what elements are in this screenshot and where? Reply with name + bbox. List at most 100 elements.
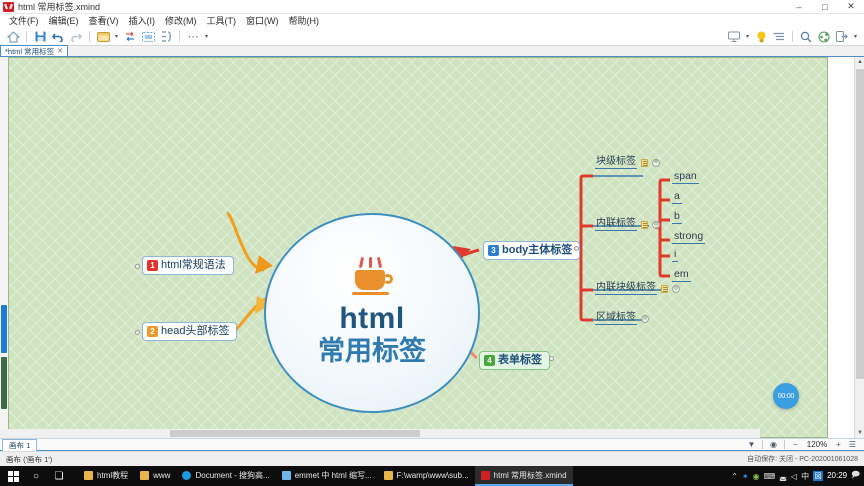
notification-icon[interactable]: 🗩 xyxy=(851,470,860,479)
zoom-in-button[interactable]: + xyxy=(836,440,841,449)
scroll-down-icon[interactable]: ▼ xyxy=(855,428,864,438)
leaf-strong[interactable]: strong xyxy=(672,230,706,245)
menu-help[interactable]: 帮助(H) xyxy=(288,16,320,26)
task-view-icon[interactable]: ❏ xyxy=(54,470,64,482)
marker-icon-inline-tags[interactable]: ◎ xyxy=(652,220,660,229)
marker-icon-region-tags[interactable]: ◎ xyxy=(641,314,649,323)
summary-icon[interactable] xyxy=(157,29,175,45)
collapse-marker-body-tags[interactable] xyxy=(574,246,579,251)
document-tab[interactable]: *html 常用标签 ✕ xyxy=(0,45,69,56)
maximize-button[interactable]: □ xyxy=(822,1,828,12)
topic-head-tags[interactable]: 2 head头部标签 xyxy=(142,322,238,341)
central-topic[interactable]: html 常用标签 xyxy=(264,213,480,413)
taskbar-item-wamp-folder[interactable]: F:\wamp\www\sub... xyxy=(378,466,475,486)
mindmap-connectors xyxy=(225,174,670,360)
taskbar-item-document-sogou[interactable]: Document - 搜狗高... xyxy=(176,466,275,486)
collapse-marker-head-tags[interactable] xyxy=(135,330,140,335)
document-tab-close-icon[interactable]: ✕ xyxy=(57,48,64,55)
leaf-em[interactable]: em xyxy=(672,268,691,283)
leaf-a[interactable]: a xyxy=(672,190,682,205)
mindmap-canvas[interactable]: html 常用标签 1 html常规语法 2 head头部标签 3 body主体… xyxy=(8,57,828,438)
marker-icon-block-tags[interactable]: ④ xyxy=(652,158,660,167)
scroll-up-icon[interactable]: ▲ xyxy=(855,57,864,67)
clock[interactable]: 20:29 xyxy=(827,471,848,480)
taskbar-item-www[interactable]: www xyxy=(134,466,176,486)
subtopic-inline-block-tags[interactable]: 内联块级标签 ◎ xyxy=(595,282,680,296)
menu-tools[interactable]: 工具(T) xyxy=(206,16,237,26)
search-icon[interactable] xyxy=(797,29,815,45)
menu-edit[interactable]: 编辑(E) xyxy=(48,16,79,26)
leaf-span[interactable]: span xyxy=(672,170,699,185)
keyboard-icon[interactable]: ⌨ xyxy=(763,471,776,481)
taskbar-item-html-tutorial[interactable]: html教程 xyxy=(78,466,134,486)
relationship-icon[interactable] xyxy=(121,29,139,45)
canvas-side-tab-green[interactable] xyxy=(1,357,7,409)
home-icon[interactable] xyxy=(4,29,22,45)
menu-view[interactable]: 查看(V) xyxy=(88,16,119,26)
toolbar-separator xyxy=(179,31,180,42)
close-button[interactable]: ✕ xyxy=(847,1,855,11)
ime-toolbox-icon[interactable]: 図 xyxy=(813,471,824,481)
windows-start-icon[interactable] xyxy=(2,466,24,486)
note-icon[interactable] xyxy=(641,220,648,229)
canvas-vertical-scrollbar[interactable]: ▲ ▼ xyxy=(854,57,864,438)
undo-icon[interactable] xyxy=(49,29,67,45)
menu-file[interactable]: 文件(F) xyxy=(9,16,39,26)
taskbar-item-xmind[interactable]: html 常用标签.xmind xyxy=(474,466,573,486)
leaf-b[interactable]: b xyxy=(672,210,682,225)
note-icon[interactable] xyxy=(661,284,668,293)
share-icon[interactable] xyxy=(815,29,833,45)
toolbar-separator xyxy=(792,31,793,42)
export-icon[interactable] xyxy=(833,29,851,45)
canvas-horizontal-scrollbar[interactable] xyxy=(0,429,760,438)
sheet-tab-canvas-1[interactable]: 画布 1 xyxy=(2,438,38,451)
timer-badge[interactable]: 00:00 xyxy=(773,383,799,409)
mindmap-canvas-area[interactable]: html 常用标签 1 html常规语法 2 head头部标签 3 body主体… xyxy=(0,57,864,438)
leaf-i[interactable]: i xyxy=(672,248,679,263)
filter-icon[interactable]: ▼ xyxy=(747,440,756,449)
boundary-icon[interactable] xyxy=(139,29,157,45)
subtopic-region-tags[interactable]: 区域标签 ◎ xyxy=(595,312,649,326)
tray-chevron-icon[interactable]: ⌃ xyxy=(731,471,738,481)
subtopic-inline-tags[interactable]: 内联标签 ◎ xyxy=(595,218,660,232)
menu-modify[interactable]: 修改(M) xyxy=(165,16,197,26)
export-caret-icon[interactable]: ▾ xyxy=(853,34,857,40)
canvas-hscroll-thumb[interactable] xyxy=(170,430,420,437)
collapse-marker-form-tags[interactable] xyxy=(549,356,554,361)
topic-badge-2: 2 xyxy=(147,326,158,337)
coffee-cup-icon xyxy=(349,257,395,297)
taskbar-item-label: F:\wamp\www\sub... xyxy=(396,470,469,480)
central-topic-line2: 常用标签 xyxy=(318,335,426,366)
canvas-vscroll-thumb[interactable] xyxy=(856,69,864,379)
topic-html-syntax[interactable]: 1 html常规语法 xyxy=(142,256,234,275)
brainstorm-icon[interactable] xyxy=(752,29,770,45)
menu-insert[interactable]: 插入(I) xyxy=(128,16,156,26)
bluetooth-icon[interactable]: ✶ xyxy=(741,471,749,481)
zoom-menu-icon[interactable]: ☰ xyxy=(848,440,857,449)
more-tools-caret-icon[interactable]: ▾ xyxy=(204,34,208,40)
save-icon[interactable] xyxy=(31,29,49,45)
search-circle-icon[interactable]: ○ xyxy=(32,470,40,482)
minimize-button[interactable]: – xyxy=(796,1,802,12)
more-tools-icon[interactable]: ⋯ xyxy=(187,31,199,43)
marker-icon-inline-block-tags[interactable]: ◎ xyxy=(672,284,680,293)
presentation-icon[interactable] xyxy=(725,29,743,45)
outline-icon[interactable] xyxy=(770,29,788,45)
topic-body-tags[interactable]: 3 body主体标签 xyxy=(483,241,581,260)
eye-icon[interactable]: ◉ xyxy=(770,440,777,449)
topic-icon[interactable] xyxy=(94,29,112,45)
network-icon[interactable]: ◛ xyxy=(779,471,787,481)
canvas-side-tab-blue[interactable] xyxy=(1,305,7,353)
collapse-marker-html-syntax[interactable] xyxy=(135,264,140,269)
zoom-out-button[interactable]: − xyxy=(793,440,798,449)
menu-window[interactable]: 窗口(W) xyxy=(246,16,279,26)
ime-mode-icon[interactable]: 中 xyxy=(801,471,810,481)
note-icon[interactable] xyxy=(641,158,648,167)
topic-form-tags[interactable]: 4 表单标签 xyxy=(479,351,550,370)
subtopic-block-tags[interactable]: 块级标签 ④ xyxy=(595,156,660,170)
topic-dropdown-caret-icon[interactable]: ▾ xyxy=(114,34,118,40)
taskbar-item-emmet-html[interactable]: emmet 中 html 缩写... xyxy=(276,466,378,486)
volume-icon[interactable]: ◁ xyxy=(790,471,798,481)
presentation-caret-icon[interactable]: ▾ xyxy=(745,34,749,40)
shield-icon[interactable]: ◉ xyxy=(752,471,760,481)
